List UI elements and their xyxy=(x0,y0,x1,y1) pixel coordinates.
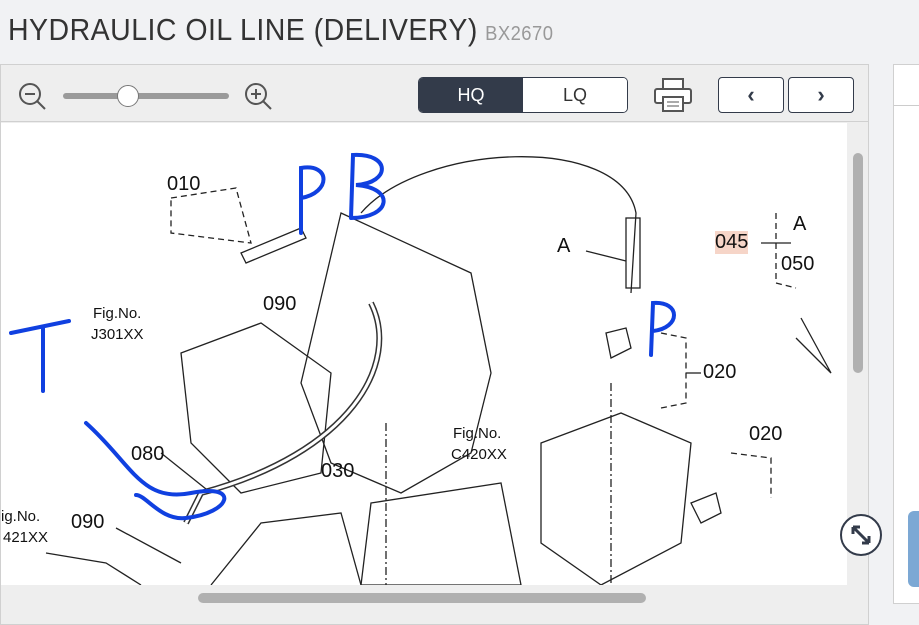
part-label-030[interactable]: 030 xyxy=(321,460,355,482)
model-code: BX2670 xyxy=(485,23,554,45)
diagram-drawing xyxy=(9,152,832,585)
part-label-090[interactable]: 090 xyxy=(263,293,297,315)
part-label-090b[interactable]: 090 xyxy=(71,511,105,533)
connector-label-a: A xyxy=(557,235,571,257)
part-label-020[interactable]: 020 xyxy=(703,361,737,383)
expand-icon[interactable] xyxy=(840,514,882,556)
next-button[interactable]: › xyxy=(788,77,854,113)
print-icon[interactable] xyxy=(653,77,693,118)
connector-label-a2: A xyxy=(793,213,807,235)
vertical-scrollbar[interactable] xyxy=(849,131,867,581)
side-action-button[interactable] xyxy=(908,511,919,587)
side-panel xyxy=(893,64,919,604)
title-text: HYDRAULIC OIL LINE (DELIVERY) xyxy=(8,12,478,47)
part-label-010[interactable]: 010 xyxy=(167,173,201,195)
parts-diagram[interactable]: 010 090 Fig.No. J301XX 080 030 Fig.No. C… xyxy=(1,123,847,585)
zoom-slider[interactable] xyxy=(63,85,229,107)
fig-ref-c420-label: Fig.No. xyxy=(453,425,502,442)
zoom-out-icon[interactable] xyxy=(17,81,47,111)
part-label-050[interactable]: 050 xyxy=(781,253,815,275)
horizontal-scroll-thumb[interactable] xyxy=(198,593,646,603)
fig-ref-j301[interactable]: J301XX xyxy=(91,326,144,343)
fig-ref-c420[interactable]: C420XX xyxy=(451,446,507,463)
viewer-toolbar: HQ LQ ‹ › xyxy=(1,65,868,122)
side-divider xyxy=(894,105,919,106)
vertical-scroll-thumb[interactable] xyxy=(853,153,863,373)
zoom-in-icon[interactable] xyxy=(243,81,273,111)
fig-ref-421-label: ig.No. xyxy=(1,508,41,525)
diagram-viewer: HQ LQ ‹ › xyxy=(0,64,869,625)
quality-toggle: HQ LQ xyxy=(418,77,628,113)
part-label-080[interactable]: 080 xyxy=(131,443,165,465)
lq-button[interactable]: LQ xyxy=(523,78,627,112)
previous-button[interactable]: ‹ xyxy=(718,77,784,113)
zoom-slider-handle[interactable] xyxy=(117,85,139,107)
fig-ref-j301-label: Fig.No. xyxy=(93,305,142,322)
handwritten-annotations xyxy=(9,152,676,521)
horizontal-scrollbar[interactable] xyxy=(1,585,847,611)
page-title: HYDRAULIC OIL LINE (DELIVERY) BX2670 xyxy=(8,12,553,48)
fig-ref-421[interactable]: 421XX xyxy=(3,529,49,546)
part-label-020b[interactable]: 020 xyxy=(749,423,783,445)
part-label-045[interactable]: 045 xyxy=(715,231,749,254)
hq-button[interactable]: HQ xyxy=(419,78,523,112)
